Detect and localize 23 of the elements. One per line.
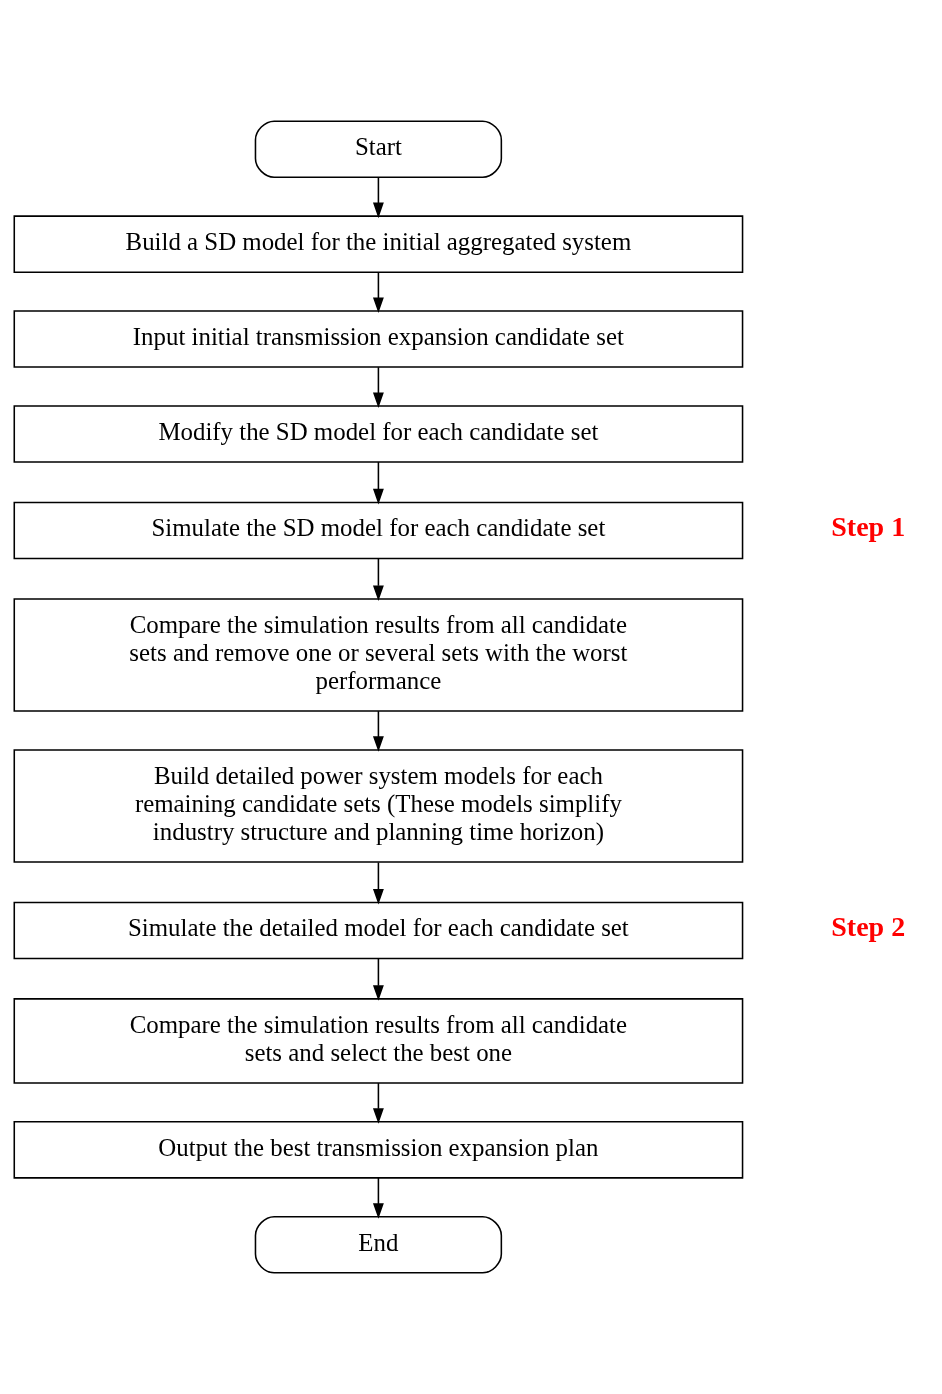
arrow <box>372 461 384 505</box>
node-box: End <box>254 1215 503 1274</box>
arrow <box>372 957 384 1001</box>
arrow <box>372 176 384 219</box>
label: Step 1 <box>831 510 906 542</box>
node-box: Input initial transmission expansion candidate set <box>13 310 744 368</box>
node-box: Simulate the SD model for each candidate set <box>13 501 744 560</box>
arrow <box>372 710 384 752</box>
node-box: Start <box>254 120 503 179</box>
arrow <box>372 271 384 314</box>
arrow <box>372 861 384 905</box>
node-box: Modify the SD model for each candidate set <box>13 405 744 463</box>
node-box: Output the best transmission expansion plan <box>13 1121 744 1179</box>
node-box: Build a SD model for the initial aggregated system <box>13 215 744 273</box>
node-box: Compare the simulation results from all candidate sets and remove one or several sets with the worst performance <box>13 598 744 712</box>
node-box: Build detailed power system models for each remaining candidate sets (These models simplify industry structure and planning time horizon) <box>13 749 744 863</box>
arrow <box>372 366 384 408</box>
node-box: Compare the simulation results from all candidate sets and select the best one <box>13 998 744 1084</box>
arrow <box>372 558 384 602</box>
node-box: Simulate the detailed model for each candidate set <box>13 901 744 960</box>
arrow <box>372 1082 384 1124</box>
arrow <box>372 1177 384 1219</box>
label: Step 2 <box>831 910 906 942</box>
